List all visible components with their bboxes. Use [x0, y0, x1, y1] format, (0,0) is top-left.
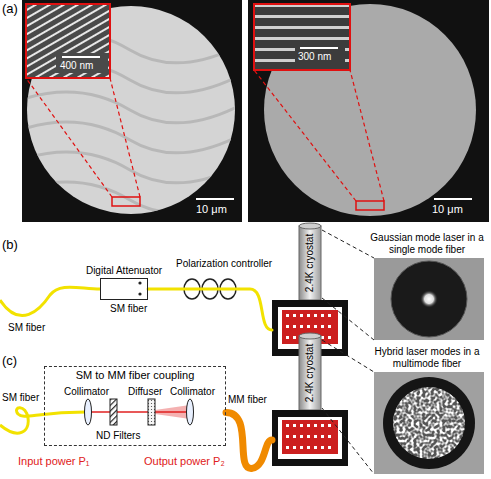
fiber-connector: [148, 289, 272, 330]
component-label: ND Filters: [96, 430, 140, 442]
scale-label: 10 μm: [196, 203, 227, 216]
scale-label: 400 nm: [60, 60, 93, 72]
power-label: Input power P₁: [18, 455, 90, 468]
power-label: Output power P₂: [144, 455, 225, 468]
fiber-label: MM fiber: [228, 394, 267, 406]
component-label: Collimator: [170, 386, 215, 398]
node-text: Digital Attenuator: [86, 265, 162, 277]
node-text: 2.4K cryostat: [304, 344, 316, 402]
node-text: SM to MM fiber coupling: [45, 369, 225, 382]
cryostat: 2.4K cryostat: [272, 226, 348, 356]
image-caption: Hybrid laser modes in a multimode fiber: [366, 346, 488, 369]
image-caption: Gaussian mode laser in a single mode fib…: [366, 232, 488, 255]
cryostat: 2.4K cryostat: [272, 336, 348, 466]
scale-label: 10 μm: [432, 203, 463, 216]
panel-label: (a): [2, 2, 18, 17]
attenuator-box: Digital Attenuator: [100, 278, 148, 300]
component-label: Polarization controller: [176, 258, 272, 270]
fiber-label: SM fiber: [2, 392, 39, 404]
component-label: Diffuser: [128, 386, 162, 398]
component-label: Collimator: [64, 386, 109, 398]
panel-label: (b): [2, 238, 18, 253]
scale-label: 300 nm: [298, 51, 331, 63]
fiber-label: SM fiber: [8, 322, 45, 334]
fiber-connector: [226, 412, 272, 468]
fiber-label: SM fiber: [110, 303, 147, 315]
node-text: 2.4K cryostat: [304, 234, 316, 292]
panel-label: (c): [2, 354, 17, 369]
